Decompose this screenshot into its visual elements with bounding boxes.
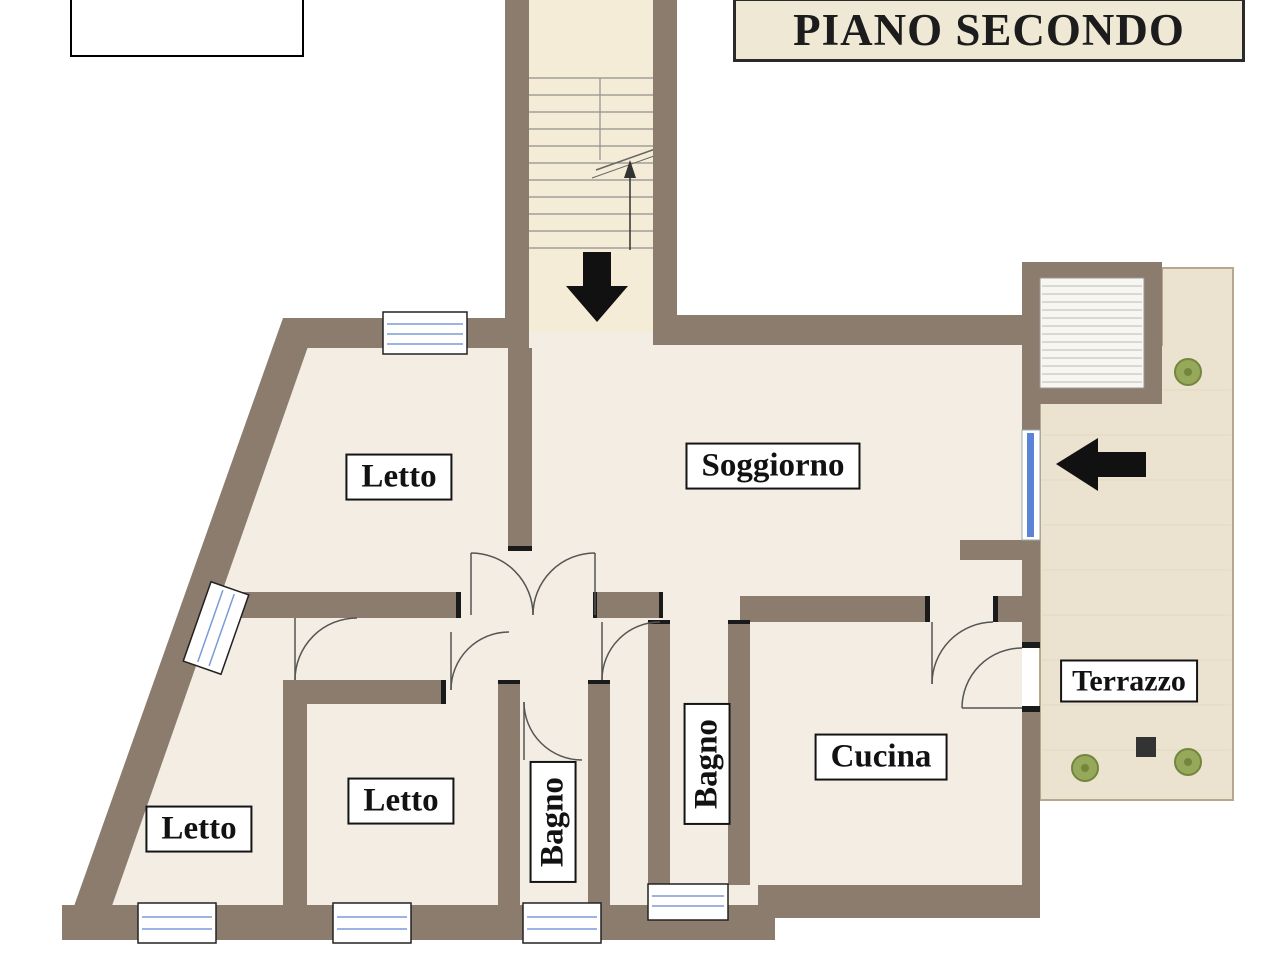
room-label-letto-top-left: Letto	[345, 453, 453, 501]
windows	[137, 311, 1041, 944]
room-label-cucina: Cucina	[814, 733, 948, 781]
blank-panel	[70, 0, 304, 57]
room-label-letto-bottom-left: Letto	[145, 805, 253, 853]
stair-treads	[529, 77, 653, 249]
terrace-glass-door	[1021, 429, 1041, 541]
plan-title: PIANO SECONDO	[733, 0, 1245, 62]
entrance-left-arrow	[1056, 438, 1146, 491]
door-swings	[294, 552, 1023, 761]
room-label-soggiorno: Soggiorno	[685, 442, 861, 490]
window-bottom-3	[522, 902, 602, 944]
terrace-table	[1136, 737, 1156, 757]
room-label-bagno-left: Bagno	[529, 761, 577, 883]
terrace-plants	[1071, 358, 1202, 782]
window-bottom-2	[332, 902, 412, 944]
staircase	[505, 0, 677, 348]
window-top	[382, 311, 468, 355]
stair-direction-arrow	[624, 160, 636, 250]
elevator	[1022, 262, 1162, 404]
entrance-down-arrow	[566, 252, 628, 322]
window-slant	[182, 580, 250, 676]
room-label-terrazzo: Terrazzo	[1060, 659, 1198, 703]
room-label-letto-middle: Letto	[347, 777, 455, 825]
room-label-bagno-right: Bagno	[683, 703, 731, 825]
interior-walls	[205, 348, 1022, 905]
window-bottom-4	[647, 883, 729, 921]
window-bottom-1	[137, 902, 217, 944]
